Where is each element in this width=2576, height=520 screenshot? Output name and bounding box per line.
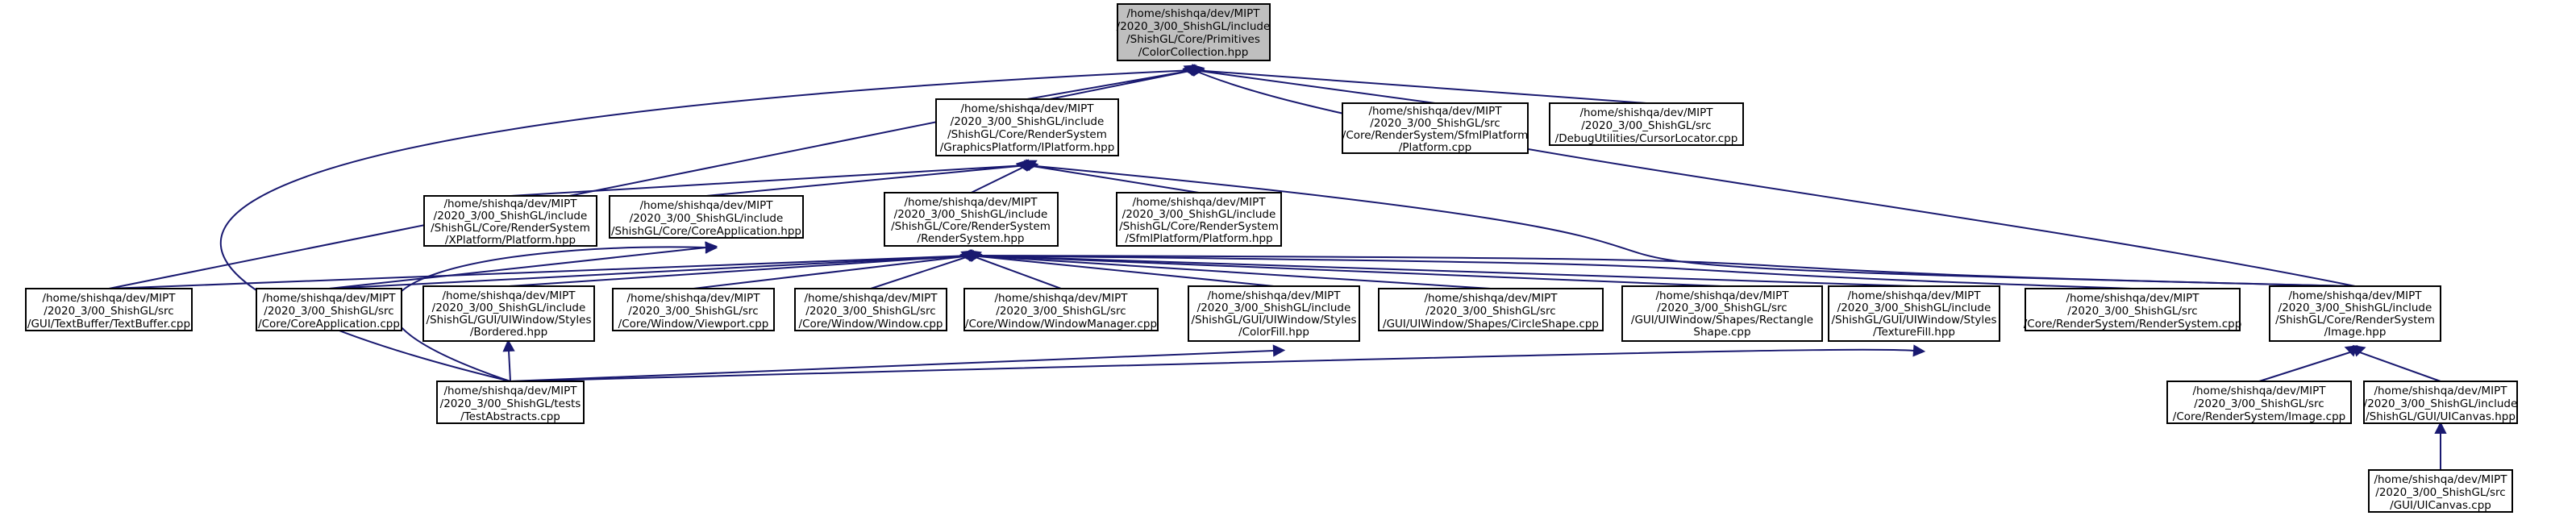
edge-n6-to-n1: [971, 164, 1028, 193]
edge-n15-to-n6: [971, 255, 1492, 289]
svg-text:/home/shishqa/dev/MIPT/2020_3/: /home/shishqa/dev/MIPT/2020_3/00_ShishGL…: [2024, 292, 2242, 331]
edge-n19-to-n1: [1026, 164, 2356, 287]
edge-n18-to-n6: [971, 255, 2133, 289]
arrowhead-n19-to-n6: [959, 249, 972, 262]
edge-n8-to-n6: [108, 255, 972, 289]
arrowhead-n19-to-n0: [1183, 64, 1197, 77]
node-color-collection[interactable]: /home/shishqa/dev/MIPT/2020_3/00_ShishGL…: [1117, 3, 1271, 61]
edge-n17-to-n6: [971, 255, 1915, 287]
svg-text:/home/shishqa/dev/MIPT/2020_3/: /home/shishqa/dev/MIPT/2020_3/00_ShishGL…: [2374, 473, 2507, 512]
node-ui-canvas-cpp[interactable]: /home/shishqa/dev/MIPT/2020_3/00_ShishGL…: [2368, 469, 2513, 513]
svg-text:/home/shishqa/dev/MIPT/2020_3/: /home/shishqa/dev/MIPT/2020_3/00_ShishGL…: [1117, 7, 1271, 59]
svg-text:/home/shishqa/dev/MIPT/2020_3/: /home/shishqa/dev/MIPT/2020_3/00_ShishGL…: [258, 292, 400, 331]
edge-n9-to-n6: [328, 255, 972, 289]
nodes-layer: /home/shishqa/dev/MIPT/2020_3/00_ShishGL…: [25, 3, 2518, 513]
svg-text:/home/shishqa/dev/MIPT/2020_3/: /home/shishqa/dev/MIPT/2020_3/00_ShishGL…: [431, 198, 590, 247]
svg-text:/home/shishqa/dev/MIPT/2020_3/: /home/shishqa/dev/MIPT/2020_3/00_ShishGL…: [799, 292, 943, 331]
edge-n20-to-n5: [391, 246, 707, 382]
node-circle-shape-cpp[interactable]: /home/shishqa/dev/MIPT/2020_3/00_ShishGL…: [1378, 288, 1604, 331]
node-texture-fill-hpp[interactable]: /home/shishqa/dev/MIPT/2020_3/00_ShishGL…: [1828, 285, 2000, 342]
arrowhead-n20-to-n5: [705, 241, 718, 254]
edge-n22-to-n19: [2354, 350, 2441, 382]
edge-n4-to-n1: [510, 164, 1028, 197]
node-core-application-cpp[interactable]: /home/shishqa/dev/MIPT/2020_3/00_ShishGL…: [256, 288, 402, 331]
arrowhead-n20-to-n10: [502, 339, 515, 352]
node-image-hpp[interactable]: /home/shishqa/dev/MIPT/2020_3/00_ShishGL…: [2269, 285, 2441, 342]
edge-n19-to-n0: [1193, 69, 2356, 287]
node-image-cpp[interactable]: /home/shishqa/dev/MIPT/2020_3/00_ShishGL…: [2166, 381, 2352, 424]
edge-n19-to-n6: [971, 255, 2356, 287]
node-ui-canvas-hpp[interactable]: /home/shishqa/dev/MIPT/2020_3/00_ShishGL…: [2363, 381, 2518, 424]
edge-n13-to-n6: [971, 255, 1062, 289]
edge-n16-to-n6: [971, 255, 1723, 287]
svg-text:/home/shishqa/dev/MIPT/2020_3/: /home/shishqa/dev/MIPT/2020_3/00_ShishGL…: [1383, 292, 1599, 331]
svg-text:/home/shishqa/dev/MIPT/2020_3/: /home/shishqa/dev/MIPT/2020_3/00_ShishGL…: [1119, 196, 1279, 245]
node-window-manager-cpp[interactable]: /home/shishqa/dev/MIPT/2020_3/00_ShishGL…: [963, 288, 1159, 331]
svg-text:/home/shishqa/dev/MIPT/2020_3/: /home/shishqa/dev/MIPT/2020_3/00_ShishGL…: [2173, 385, 2345, 423]
node-color-fill-hpp[interactable]: /home/shishqa/dev/MIPT/2020_3/00_ShishGL…: [1188, 285, 1360, 342]
svg-text:/home/shishqa/dev/MIPT/2020_3/: /home/shishqa/dev/MIPT/2020_3/00_ShishGL…: [1342, 105, 1528, 154]
svg-text:/home/shishqa/dev/MIPT/2020_3/: /home/shishqa/dev/MIPT/2020_3/00_ShishGL…: [440, 385, 581, 423]
node-render-system-hpp[interactable]: /home/shishqa/dev/MIPT/2020_3/00_ShishGL…: [884, 192, 1059, 247]
node-window-cpp[interactable]: /home/shishqa/dev/MIPT/2020_3/00_ShishGL…: [794, 288, 947, 331]
svg-text:/home/shishqa/dev/MIPT/2020_3/: /home/shishqa/dev/MIPT/2020_3/00_ShishGL…: [1555, 106, 1738, 145]
edge-n20-to-n14: [510, 350, 1275, 382]
edge-n20-to-n17: [510, 348, 1915, 382]
svg-text:/home/shishqa/dev/MIPT/2020_3/: /home/shishqa/dev/MIPT/2020_3/00_ShishGL…: [2275, 289, 2435, 339]
svg-text:/home/shishqa/dev/MIPT/2020_3/: /home/shishqa/dev/MIPT/2020_3/00_ShishGL…: [891, 196, 1051, 245]
svg-text:/home/shishqa/dev/MIPT/2020_3/: /home/shishqa/dev/MIPT/2020_3/00_ShishGL…: [1192, 289, 1357, 339]
node-iplatform-hpp[interactable]: /home/shishqa/dev/MIPT/2020_3/00_ShishGL…: [935, 98, 1119, 156]
edge-n3-to-n0: [1193, 69, 1647, 104]
svg-text:/home/shishqa/dev/MIPT/2020_3/: /home/shishqa/dev/MIPT/2020_3/00_ShishGL…: [1832, 289, 1997, 339]
edge-n21-to-n19: [2258, 350, 2356, 382]
svg-text:/home/shishqa/dev/MIPT/2020_3/: /home/shishqa/dev/MIPT/2020_3/00_ShishGL…: [1631, 289, 1813, 339]
node-cursor-locator-cpp[interactable]: /home/shishqa/dev/MIPT/2020_3/00_ShishGL…: [1549, 102, 1744, 146]
arrowhead-n19-to-n1: [1015, 159, 1029, 172]
edge-n11-to-n6: [693, 255, 972, 289]
arrowhead-n22-to-n19: [2344, 345, 2358, 357]
svg-text:/home/shishqa/dev/MIPT/2020_3/: /home/shishqa/dev/MIPT/2020_3/00_ShishGL…: [618, 292, 769, 331]
node-xplatform-platform-hpp[interactable]: /home/shishqa/dev/MIPT/2020_3/00_ShishGL…: [423, 195, 597, 247]
edge-n5-to-n1: [705, 164, 1028, 197]
arrowhead-n23-to-n22: [2434, 421, 2447, 434]
arrowhead-n20-to-n14: [1272, 344, 1286, 357]
node-text-buffer-cpp[interactable]: /home/shishqa/dev/MIPT/2020_3/00_ShishGL…: [25, 288, 193, 331]
svg-text:/home/shishqa/dev/MIPT/2020_3/: /home/shishqa/dev/MIPT/2020_3/00_ShishGL…: [611, 199, 801, 238]
node-core-application-hpp[interactable]: /home/shishqa/dev/MIPT/2020_3/00_ShishGL…: [609, 195, 804, 239]
edge-n12-to-n6: [870, 255, 972, 289]
node-sfml-platform-cpp[interactable]: /home/shishqa/dev/MIPT/2020_3/00_ShishGL…: [1342, 102, 1529, 154]
edge-n9-to-n5: [328, 247, 707, 289]
node-sfml-platform-hpp[interactable]: /home/shishqa/dev/MIPT/2020_3/00_ShishGL…: [1116, 192, 1282, 247]
svg-text:/home/shishqa/dev/MIPT/2020_3/: /home/shishqa/dev/MIPT/2020_3/00_ShishGL…: [27, 292, 190, 331]
edge-n14-to-n6: [971, 255, 1275, 287]
node-viewport-cpp[interactable]: /home/shishqa/dev/MIPT/2020_3/00_ShishGL…: [612, 288, 775, 331]
edge-n2-to-n0: [1193, 69, 1436, 104]
svg-text:/home/shishqa/dev/MIPT/2020_3/: /home/shishqa/dev/MIPT/2020_3/00_ShishGL…: [940, 102, 1115, 154]
node-render-system-cpp[interactable]: /home/shishqa/dev/MIPT/2020_3/00_ShishGL…: [2024, 288, 2242, 331]
edge-n20-to-n10: [508, 350, 511, 382]
node-rectangle-shape-cpp[interactable]: /home/shishqa/dev/MIPT/2020_3/00_ShishGL…: [1621, 285, 1823, 342]
node-bordered-hpp[interactable]: /home/shishqa/dev/MIPT/2020_3/00_ShishGL…: [422, 285, 595, 342]
svg-text:/home/shishqa/dev/MIPT/2020_3/: /home/shishqa/dev/MIPT/2020_3/00_ShishGL…: [965, 292, 1157, 331]
arrowhead-n20-to-n17: [1912, 344, 1926, 357]
edge-n7-to-n1: [1026, 164, 1200, 193]
edge-n10-to-n6: [508, 255, 972, 287]
node-test-abstracts-cpp[interactable]: /home/shishqa/dev/MIPT/2020_3/00_ShishGL…: [436, 381, 585, 424]
svg-text:/home/shishqa/dev/MIPT/2020_3/: /home/shishqa/dev/MIPT/2020_3/00_ShishGL…: [2364, 385, 2518, 423]
svg-text:/home/shishqa/dev/MIPT/2020_3/: /home/shishqa/dev/MIPT/2020_3/00_ShishGL…: [427, 289, 592, 339]
